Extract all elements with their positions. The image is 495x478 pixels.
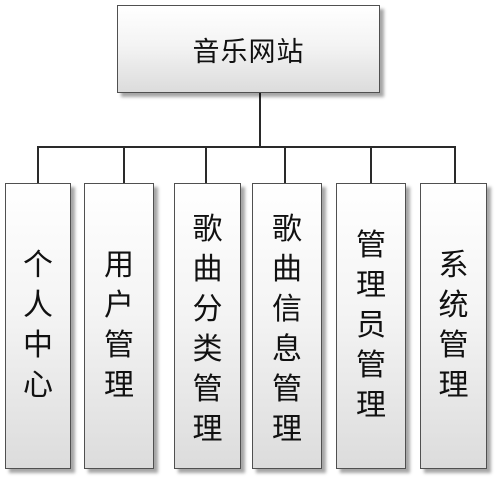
child-stem-6 bbox=[454, 146, 456, 183]
child-node-song-info-management: 歌曲信息管理 bbox=[252, 183, 322, 469]
horizontal-connector bbox=[37, 146, 455, 148]
child-stem-2 bbox=[123, 146, 125, 183]
child-node-user-management: 用户管理 bbox=[84, 183, 154, 469]
child-node-label: 歌曲信息管理 bbox=[272, 212, 302, 447]
child-node-label: 管理员管理 bbox=[356, 228, 386, 423]
root-node-label: 音乐网站 bbox=[192, 36, 305, 68]
child-node-label: 歌曲分类管理 bbox=[192, 212, 223, 447]
child-node-label: 系统管理 bbox=[438, 248, 469, 403]
root-node: 音乐网站 bbox=[117, 5, 380, 93]
child-stem-5 bbox=[370, 146, 372, 183]
child-node-label: 用户管理 bbox=[104, 248, 134, 403]
child-node-personal-center: 个人中心 bbox=[5, 183, 71, 469]
child-node-system-management: 系统管理 bbox=[420, 183, 487, 469]
child-stem-4 bbox=[284, 146, 286, 183]
child-stem-1 bbox=[37, 146, 39, 183]
child-node-song-category-management: 歌曲分类管理 bbox=[174, 183, 241, 469]
child-stem-3 bbox=[205, 146, 207, 183]
child-node-admin-management: 管理员管理 bbox=[336, 183, 406, 469]
child-node-label: 个人中心 bbox=[23, 248, 53, 403]
root-stem bbox=[259, 93, 261, 147]
